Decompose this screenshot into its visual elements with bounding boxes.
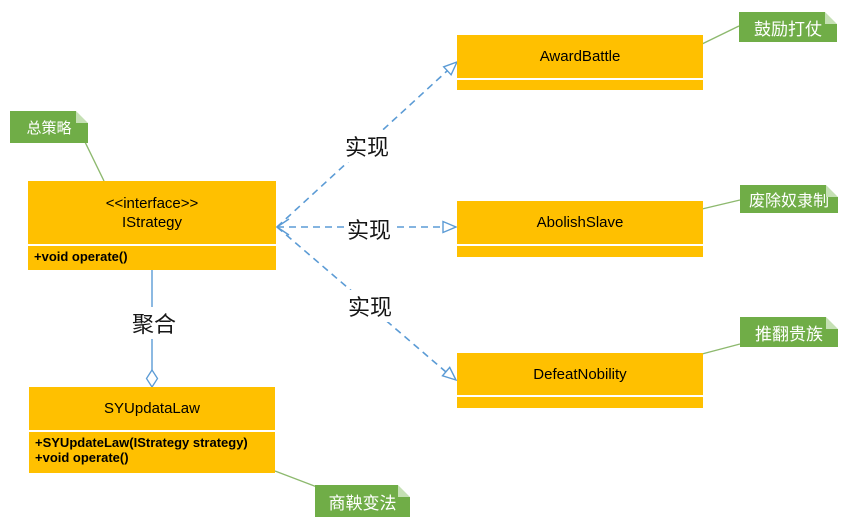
edge-label-realize-middle: 实现 [345,213,394,245]
class-box-syupdatalaw[interactable]: SYUpdataLaw +SYUpdateLaw(IStrategy strat… [29,387,275,473]
compartment-divider [457,78,703,80]
abolishslave-name: AbolishSlave [536,214,624,231]
realization-arrowheads [441,60,459,382]
istrategy-name: IStrategy [121,213,183,231]
awardbattle-name: AwardBattle [539,48,621,65]
empty-compartment [457,397,703,408]
istrategy-method: +void operate() [34,249,128,264]
istrategy-stereotype: <<interface>> [105,194,199,212]
compartment-divider [28,244,276,246]
edge-label-realize-top: 实现 [343,130,392,162]
class-box-awardbattle[interactable]: AwardBattle [457,35,703,90]
defeatnobility-name: DefeatNobility [533,365,627,383]
compartment-divider [29,430,275,432]
syupdatalaw-method: +void operate() [35,450,129,465]
edge-label-realize-bottom: 实现 [346,290,395,322]
note-syupdatalaw[interactable]: 商鞅变法 [315,485,410,517]
compartment-divider [457,395,703,397]
edge-label-aggregation: 聚合 [130,307,179,339]
syupdatalaw-name: SYUpdataLaw [104,400,200,417]
interface-end-arrowhead [275,218,290,236]
note-awardbattle[interactable]: 鼓励打仗 [739,12,837,42]
note-defeatnobility[interactable]: 推翻贵族 [740,317,838,347]
class-box-istrategy[interactable]: <<interface>> IStrategy +void operate() [28,181,276,270]
empty-compartment [457,246,703,257]
class-box-defeatnobility[interactable]: DefeatNobility [457,353,703,408]
note-leader-lines [84,25,741,488]
note-abolishslave[interactable]: 废除奴隶制 [740,185,838,213]
syupdatalaw-constructor: +SYUpdateLaw(IStrategy strategy) [35,435,248,450]
compartment-divider [457,244,703,246]
empty-compartment [457,80,703,90]
note-istrategy[interactable]: 总策略 [10,111,88,143]
class-box-abolishslave[interactable]: AbolishSlave [457,201,703,257]
